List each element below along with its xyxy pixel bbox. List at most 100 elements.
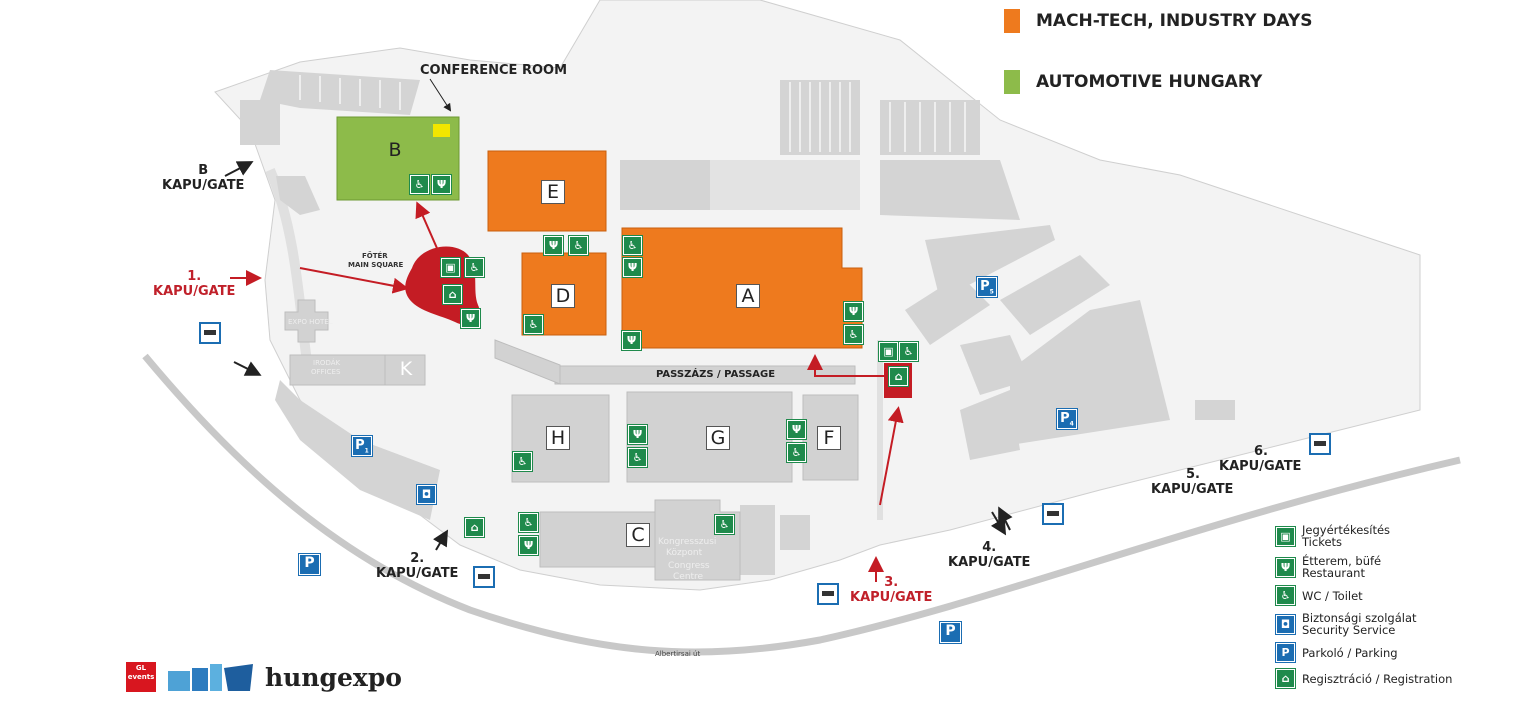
registration-icon: ⌂ (465, 518, 484, 537)
gate-3-line2: KAPU/GATE (850, 590, 933, 605)
ticket-icon: ▣ (879, 342, 898, 361)
parking-p1-letter: P (355, 438, 365, 453)
parking-p4-number: 4 (1069, 420, 1074, 428)
legend-automotive-label: AUTOMOTIVE HUNGARY (1036, 72, 1263, 92)
bus-stop-icon (817, 583, 839, 605)
gate-4-line1: 4. (982, 540, 997, 555)
congress-label-3: Congress (668, 561, 710, 571)
security-icon: ◘ (417, 485, 436, 504)
parking-p1-number: 1 (364, 447, 369, 455)
restaurant-icon: Ψ (519, 536, 538, 555)
gate-5-line2: KAPU/GATE (1151, 482, 1234, 497)
hungexpo-logo[interactable]: GL events hungexpo (126, 662, 402, 692)
hungexpo-wordmark: hungexpo (265, 662, 402, 692)
legend-security-hu: Biztonsági szolgálat (1302, 611, 1417, 625)
registration-icon: ⌂ (1276, 669, 1295, 688)
ticket-icon: ▣ (441, 258, 460, 277)
restaurant-icon: Ψ (1276, 557, 1295, 577)
hall-h-label[interactable]: H (546, 426, 570, 450)
registration-icon: ⌂ (889, 367, 908, 386)
restaurant-icon: Ψ (844, 302, 863, 321)
gate-1-line1: 1. (187, 269, 202, 284)
gate-5-line1: 5. (1186, 467, 1200, 482)
parking-p4-icon[interactable]: P4 (1057, 409, 1077, 429)
gate-b[interactable]: B KAPU/GATE (162, 163, 244, 193)
gate-6[interactable]: 6. KAPU/GATE (1219, 444, 1301, 474)
gate-b-line1: B (198, 163, 209, 178)
gate-1[interactable]: 1. KAPU/GATE (153, 269, 235, 299)
parking-p1-icon[interactable]: P1 (352, 436, 372, 456)
toilet-icon: ♿ (899, 342, 918, 361)
congress-label-4: Centre (673, 572, 704, 582)
gate-3-line1: 3. (884, 575, 899, 590)
legend-automotive: AUTOMOTIVE HUNGARY (1004, 70, 1262, 94)
legend-mach-tech: MACH-TECH, INDUSTRY DAYS (1004, 9, 1313, 33)
legend-parking-label: Parkoló / Parking (1302, 645, 1398, 660)
main-square (405, 246, 480, 325)
hall-e-label[interactable]: E (541, 180, 565, 204)
legend-registration: ⌂ Regisztráció / Registration (1276, 669, 1452, 688)
congress-label-1: Kongresszusi (658, 537, 717, 547)
albertirsai-road (142, 353, 1461, 656)
hall-d-label[interactable]: D (551, 284, 575, 308)
ticket-icon: ▣ (1276, 526, 1295, 546)
expo-hotel-building (284, 299, 329, 343)
registration-icon: ⌂ (443, 285, 462, 304)
parking-icon: P (1276, 643, 1295, 662)
toilet-icon: ♿ (465, 258, 484, 277)
hall-a-label[interactable]: A (736, 284, 760, 308)
toilet-icon: ♿ (410, 175, 429, 194)
road-label: Albertirsai út (655, 650, 701, 658)
gate-4-line2: KAPU/GATE (948, 555, 1031, 570)
bus-stop-icon (1042, 503, 1064, 525)
gate-5[interactable]: 5. KAPU/GATE (1151, 467, 1233, 497)
gl-events-text: GL events (127, 664, 155, 681)
gate-4[interactable]: 4. KAPU/GATE (948, 540, 1030, 570)
gate-2[interactable]: 2. KAPU/GATE (376, 551, 458, 581)
toilet-icon: ♿ (569, 236, 588, 255)
conference-room-label: CONFERENCE ROOM (420, 63, 567, 78)
restaurant-icon: Ψ (461, 309, 480, 328)
legend-restaurant-hu: Étterem, büfé (1302, 554, 1382, 568)
irodak-label: IRODÁK (313, 359, 341, 367)
parking-stalls (299, 75, 966, 152)
toilet-icon: ♿ (623, 236, 642, 255)
gate-1-line2: KAPU/GATE (153, 284, 236, 299)
conference-room-box (433, 124, 450, 137)
legend-restaurant-en: Restaurant (1302, 566, 1365, 580)
legend-mach-tech-label: MACH-TECH, INDUSTRY DAYS (1036, 11, 1313, 31)
legend-registration-label: Regisztráció / Registration (1302, 671, 1453, 686)
gate-2-line2: KAPU/GATE (376, 566, 459, 581)
hall-k-building (384, 354, 426, 386)
parking-south-icon[interactable]: P (940, 622, 961, 643)
legend-toilet-label: WC / Toilet (1302, 588, 1363, 603)
bus-stop-icon (473, 566, 495, 588)
hall-b-label[interactable]: B (388, 139, 402, 161)
toilet-icon: ♿ (513, 452, 532, 471)
hall-k-label[interactable]: K (399, 358, 413, 380)
gate-6-line1: 6. (1254, 444, 1268, 459)
toilet-icon: ♿ (1276, 586, 1295, 605)
hall-f-label[interactable]: F (817, 426, 841, 450)
bus-stop-icon (1309, 433, 1331, 455)
toilet-icon: ♿ (715, 515, 734, 534)
parking-west-icon[interactable]: P (299, 554, 320, 575)
toilet-icon: ♿ (844, 325, 863, 344)
hall-c-label[interactable]: C (626, 523, 650, 547)
toilet-icon: ♿ (519, 513, 538, 532)
restaurant-icon: Ψ (544, 236, 563, 255)
orange-swatch (1004, 9, 1020, 33)
hall-g-label[interactable]: G (706, 426, 730, 450)
congress-label-2: Központ (666, 548, 703, 558)
restaurant-icon: Ψ (623, 258, 642, 277)
gate-3[interactable]: 3. KAPU/GATE (850, 575, 932, 605)
parking-p5-letter: P (980, 279, 990, 294)
parking-p5-icon[interactable]: P5 (977, 277, 997, 297)
gate-2-line1: 2. (410, 551, 425, 566)
parking-p5-number: 5 (989, 288, 994, 296)
parking-p4-letter: P (1060, 411, 1070, 426)
